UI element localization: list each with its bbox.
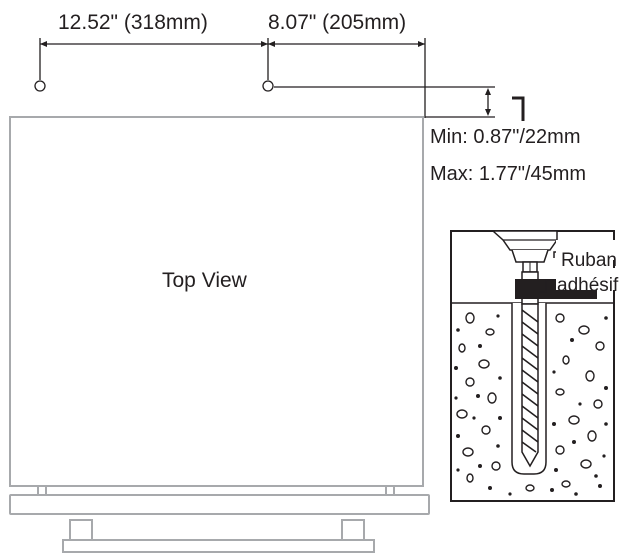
depth-bracket [512, 96, 525, 121]
screw-hole-left [34, 80, 46, 92]
screw-hole-right [262, 80, 274, 92]
device-foot-left [69, 519, 93, 541]
depth-min-label: Min: 0.87"/22mm [430, 126, 581, 148]
drill-bit [521, 303, 539, 468]
tape-label-line2: adhésif [557, 275, 619, 296]
concrete-texture [456, 312, 605, 492]
device-foot-right [341, 519, 365, 541]
left-spacing-label: 12.52" (318mm) [58, 11, 208, 34]
device-stand [62, 539, 375, 553]
dimension-lines [39, 38, 495, 118]
drill-detail [450, 230, 616, 502]
drill-bit-flutes [521, 309, 539, 453]
device-base [9, 494, 430, 515]
device-body [9, 116, 424, 487]
arrowheads [40, 41, 491, 116]
concrete-dots [454, 314, 608, 496]
tape-label-line1: Ruban [561, 250, 617, 271]
depth-max-label: Max: 1.77"/45mm [430, 163, 586, 185]
device-top-view [9, 116, 430, 553]
right-spacing-label: 8.07" (205mm) [268, 11, 406, 34]
device-view-label: Top View [162, 269, 248, 292]
